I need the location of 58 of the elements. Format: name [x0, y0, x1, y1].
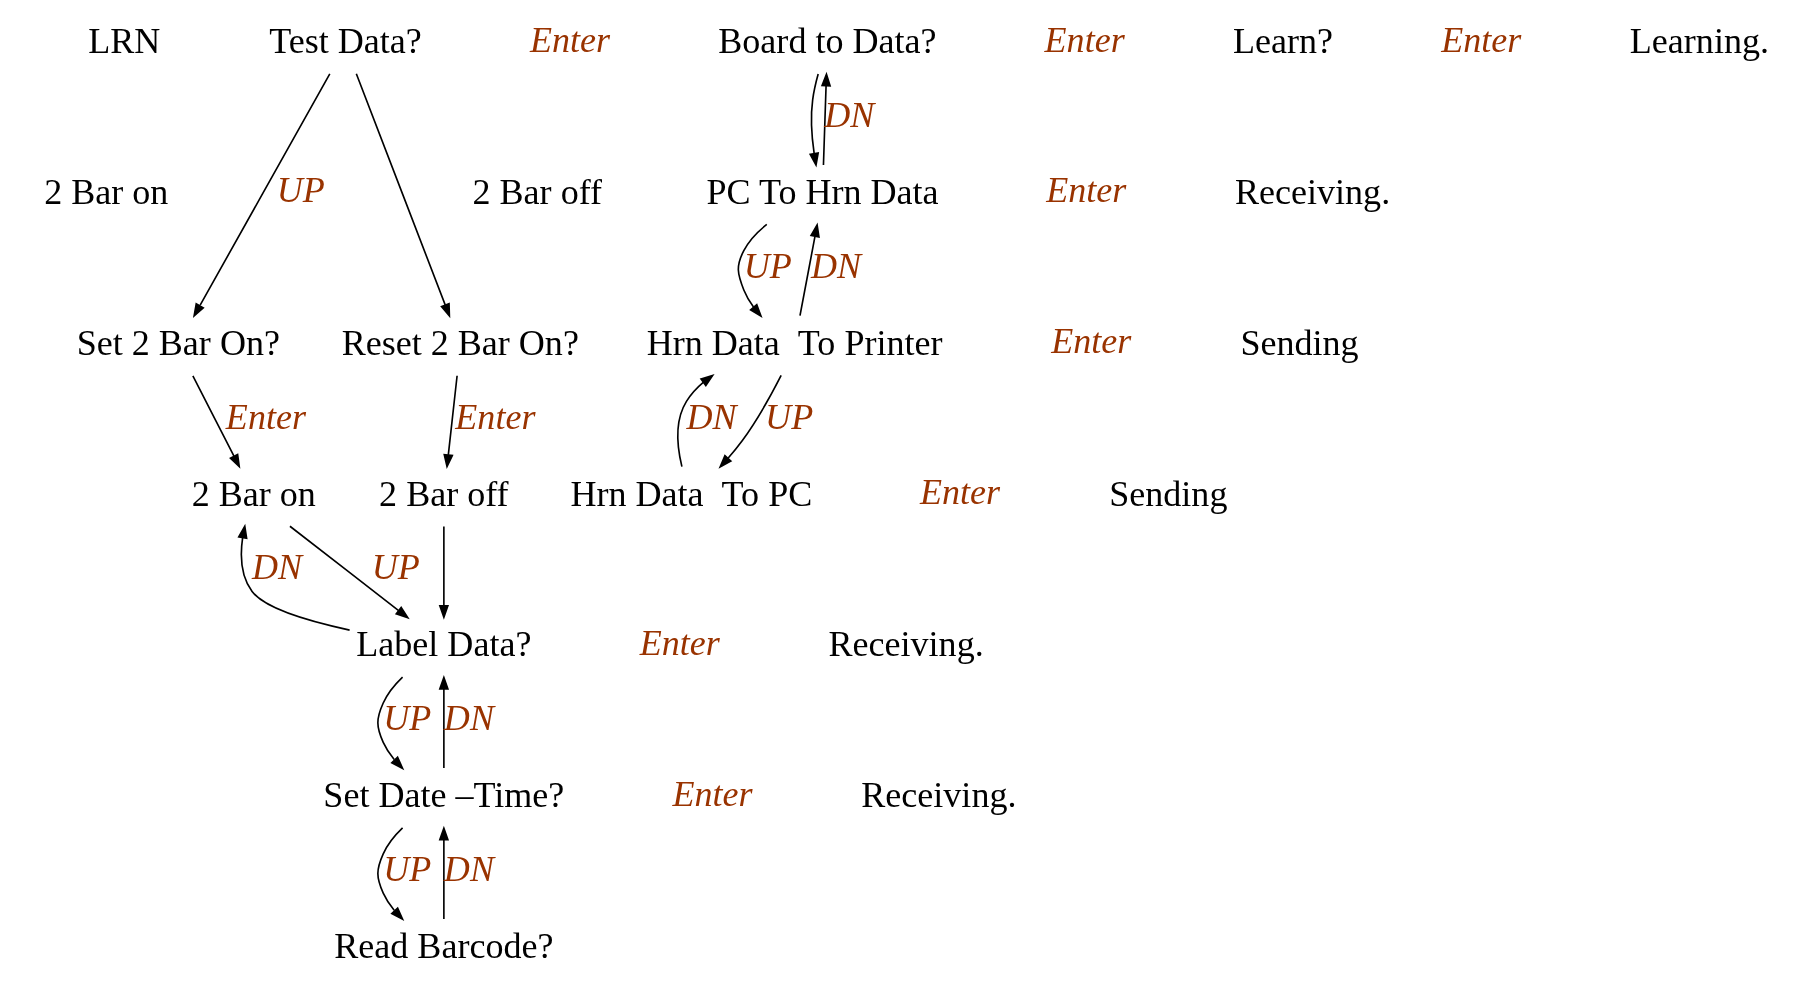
edge-label: UP [743, 245, 792, 286]
label: Enter [1046, 170, 1127, 211]
node-text: Board to Data? [718, 21, 937, 62]
node-text: PC To Hrn Data [706, 172, 939, 213]
label: Enter [1441, 19, 1522, 60]
arrow [799, 222, 820, 317]
edge-label: UP [765, 396, 814, 437]
arrow [820, 71, 832, 166]
label: Enter [1044, 19, 1125, 60]
node-text: Hrn Data To PC [570, 473, 813, 514]
edge-label: DN [252, 547, 303, 588]
edge-label: UP [371, 547, 420, 588]
label: Enter [639, 622, 720, 663]
edge-label: Enter [225, 396, 306, 437]
label: 2 Bar on [44, 172, 169, 213]
node-text: Sending [1240, 322, 1359, 363]
arrow [718, 374, 782, 469]
label: Enter [1051, 321, 1132, 362]
label: 2 Bar off [472, 172, 603, 213]
node-text: Learn? [1233, 21, 1334, 62]
arrow [443, 374, 458, 469]
arrow [737, 223, 768, 318]
arrow [192, 374, 241, 469]
arrow [192, 73, 331, 319]
node-text: 2 Bar on [191, 473, 316, 514]
arrow [377, 676, 405, 771]
edge-label: DN [811, 245, 862, 286]
edge-label: DN [686, 396, 737, 437]
node-text: Read Barcode? [334, 926, 554, 967]
edge-label: UP [383, 698, 432, 739]
node-text: Learning. [1629, 21, 1769, 62]
node-text: Receiving. [828, 624, 984, 665]
edge-label: Enter [455, 396, 536, 437]
arrow [438, 825, 450, 920]
arrow [289, 525, 410, 620]
edge-label: UP [383, 849, 432, 890]
node-text: Sending [1109, 473, 1228, 514]
edge-label: UP [276, 170, 325, 211]
node-text: Label Data? [356, 624, 532, 665]
label: Enter [529, 19, 611, 60]
node-text: 2 Bar off [379, 473, 509, 514]
arrow [438, 674, 450, 769]
arrow [377, 827, 405, 921]
label: Enter [672, 773, 753, 814]
label: Enter [920, 472, 1001, 513]
label: LRN [88, 21, 161, 62]
node-text: Receiving. [861, 775, 1017, 816]
arrow [355, 73, 451, 319]
node-text: Receiving. [1235, 172, 1391, 213]
node-text: Hrn Data To Printer [646, 322, 943, 363]
node-text: Set Date –Time? [323, 775, 565, 816]
arrow [677, 373, 715, 468]
arrow [438, 525, 450, 620]
arrow [808, 73, 820, 168]
node-text: Set 2 Bar On? [76, 322, 280, 363]
arrow [237, 523, 351, 631]
node-text: Reset 2 Bar On? [341, 322, 579, 363]
node-text: Test Data? [269, 21, 422, 62]
